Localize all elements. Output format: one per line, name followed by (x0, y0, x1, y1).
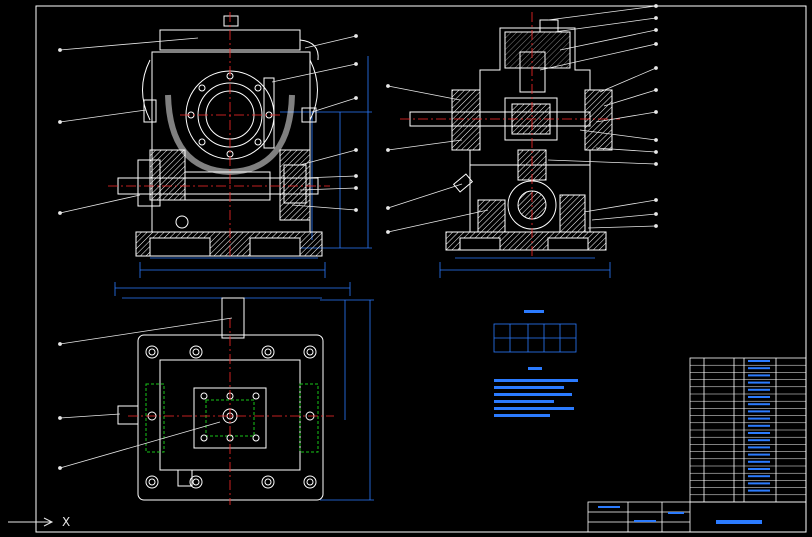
parts-list-row-text (748, 460, 770, 463)
parts-list-row-text (748, 439, 770, 442)
parts-list-row-text (748, 367, 770, 370)
ucs-x-label: X (62, 515, 70, 529)
leader-lines (58, 4, 658, 470)
parts-list-row-text (748, 432, 770, 434)
parts-list-row-text (748, 417, 770, 420)
parameter-table (493, 310, 577, 353)
parts-list-row-text (748, 388, 770, 391)
parts-list-row-text (748, 453, 770, 456)
top-view (114, 282, 374, 505)
side-section-view (400, 12, 620, 278)
parts-list-row-text (748, 381, 770, 384)
front-view (108, 12, 372, 278)
technical-notes (494, 367, 578, 417)
parts-list-row-text (748, 403, 770, 406)
parts-list-row-text (748, 374, 770, 377)
title-block (587, 357, 807, 533)
parts-list-row-text (748, 360, 770, 362)
parts-list-row-text (748, 446, 770, 449)
parts-list-row-text (748, 410, 770, 413)
parts-list-row-text (748, 424, 770, 427)
parts-list-row-text (748, 468, 770, 470)
parts-list-row-text (748, 482, 770, 485)
parts-list-rows (690, 360, 806, 496)
parts-list-row-text (748, 489, 770, 492)
ucs-icon: X (8, 515, 70, 529)
title-block-text (598, 506, 762, 524)
parts-list-row-text (748, 396, 770, 398)
parts-list-row-text (748, 475, 770, 478)
